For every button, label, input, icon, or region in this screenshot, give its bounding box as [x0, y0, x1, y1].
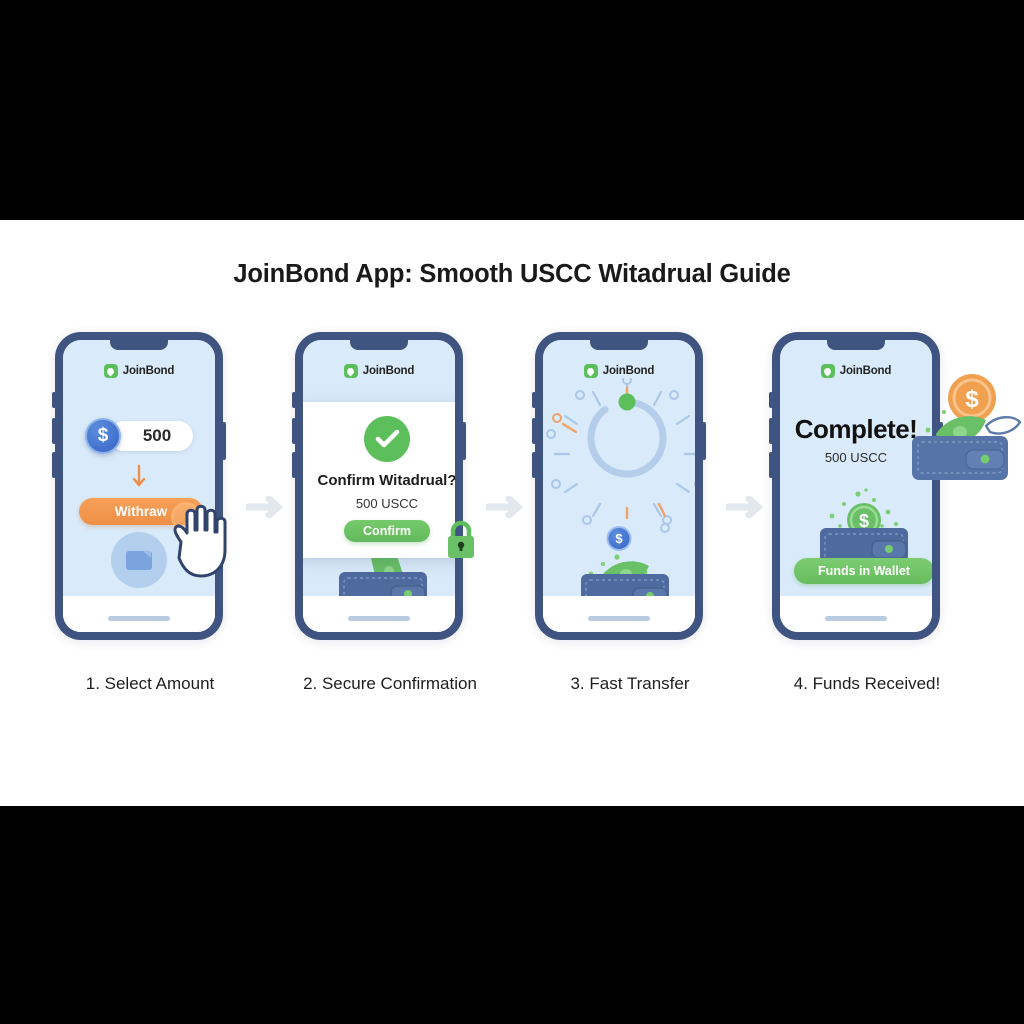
page-title: JoinBond App: Smooth USCC Witadrual Guid… [233, 260, 791, 288]
home-indicator [588, 616, 650, 621]
phone-notch [110, 339, 168, 350]
phone-mockup-2: JoinBond [292, 332, 474, 640]
phone-notch [590, 339, 648, 350]
step-2: JoinBond [292, 332, 485, 693]
brand-name: JoinBond [839, 365, 892, 377]
overflow-wallet-art: $ [904, 372, 1024, 507]
phone-side-button [292, 392, 296, 408]
home-indicator [348, 616, 410, 621]
phone-screen-2: JoinBond [303, 340, 455, 632]
phone-power-button [702, 422, 706, 460]
step-3: JoinBond [532, 332, 725, 693]
phone-mockup-1: JoinBond $ 500 Withraw [52, 332, 227, 640]
phone-bottom-bar [63, 596, 215, 632]
brand-name: JoinBond [122, 365, 175, 377]
arrow-down-icon [131, 464, 147, 495]
phone-volume-up-button [52, 418, 56, 444]
phone-mockup-3: JoinBond [532, 332, 706, 640]
infographic-canvas: JoinBond App: Smooth USCC Witadrual Guid… [0, 220, 1024, 806]
dialog-amount: 500 USCC [355, 496, 419, 511]
phone-power-button [462, 422, 466, 460]
step-caption-1: 1. Select Amount [85, 674, 215, 693]
dialog-title: Confirm Witadrual? [317, 472, 455, 489]
phone-volume-down-button [292, 452, 296, 478]
phone-side-button [769, 392, 773, 408]
step-1: JoinBond $ 500 Withraw [52, 332, 245, 693]
dollar-coin-icon: $ [85, 418, 121, 454]
phone-bottom-bar [543, 596, 695, 632]
letterbox-bottom [0, 806, 1024, 1024]
home-indicator [825, 616, 887, 621]
amount-value[interactable]: 500 [109, 421, 193, 451]
svg-text:$: $ [965, 386, 979, 413]
lock-icon [443, 518, 479, 565]
step-caption-2: 2. Secure Confirmation [303, 674, 477, 693]
completion-headline: Complete! [794, 414, 918, 444]
connector-arrow-1 [244, 495, 288, 523]
connector-arrow-2 [484, 495, 528, 523]
phone-side-button [532, 392, 536, 408]
leaf-shield-icon [820, 364, 835, 378]
step-4: JoinBond Complete! 500 USCC [769, 332, 1022, 693]
orange-dollar-coin-icon: $ [948, 374, 996, 422]
step-caption-4: 4. Funds Received! [793, 674, 941, 693]
phone-volume-up-button [292, 418, 296, 444]
phone-bottom-bar [303, 596, 455, 632]
app-brand-header: JoinBond [63, 364, 215, 378]
dollar-coin-icon: $ [606, 526, 632, 551]
phone-screen-4: JoinBond Complete! 500 USCC [780, 340, 932, 632]
wallet-icon [912, 436, 1008, 480]
app-brand-header: JoinBond [303, 364, 455, 378]
funds-in-wallet-button[interactable]: Funds in Wallet [794, 558, 932, 584]
check-circle-icon [364, 416, 410, 462]
phone-side-button [52, 392, 56, 408]
phone-bottom-bar [780, 596, 932, 632]
letterbox-top [0, 0, 1024, 220]
phone-notch [350, 339, 408, 350]
phone-volume-down-button [52, 452, 56, 478]
leaf-shield-icon [103, 364, 118, 378]
phone-volume-down-button [532, 452, 536, 478]
phone-screen-1: JoinBond $ 500 Withraw [63, 340, 215, 632]
app-brand-header: JoinBond [543, 364, 695, 378]
leaf-shield-icon [343, 364, 358, 378]
brand-name: JoinBond [362, 365, 415, 377]
amount-input-row[interactable]: $ 500 [85, 418, 193, 454]
confirm-button[interactable]: Confirm [344, 520, 430, 542]
phone-volume-down-button [769, 452, 773, 478]
phone-volume-up-button [769, 418, 773, 444]
phone-mockup-4: JoinBond Complete! 500 USCC [769, 332, 1022, 640]
confirmation-dialog: Confirm Witadrual? 500 USCC Confirm [303, 402, 455, 558]
phone-power-button [222, 422, 226, 460]
hand-pointer-icon [163, 500, 235, 585]
leaf-shield-icon [583, 364, 598, 378]
home-indicator [108, 616, 170, 621]
step-caption-3: 3. Fast Transfer [570, 674, 690, 693]
completion-amount: 500 USCC [824, 450, 888, 465]
svg-text:$: $ [859, 511, 869, 531]
phone-screen-3: JoinBond [543, 340, 695, 632]
connector-arrow-3 [724, 495, 768, 523]
steps-row: JoinBond $ 500 Withraw [0, 220, 1024, 806]
phone-notch [827, 339, 885, 350]
wallet-icon [111, 532, 167, 588]
loading-ring-icon [543, 392, 695, 489]
phone-volume-up-button [532, 418, 536, 444]
brand-name: JoinBond [602, 365, 655, 377]
app-brand-header: JoinBond [780, 364, 932, 378]
